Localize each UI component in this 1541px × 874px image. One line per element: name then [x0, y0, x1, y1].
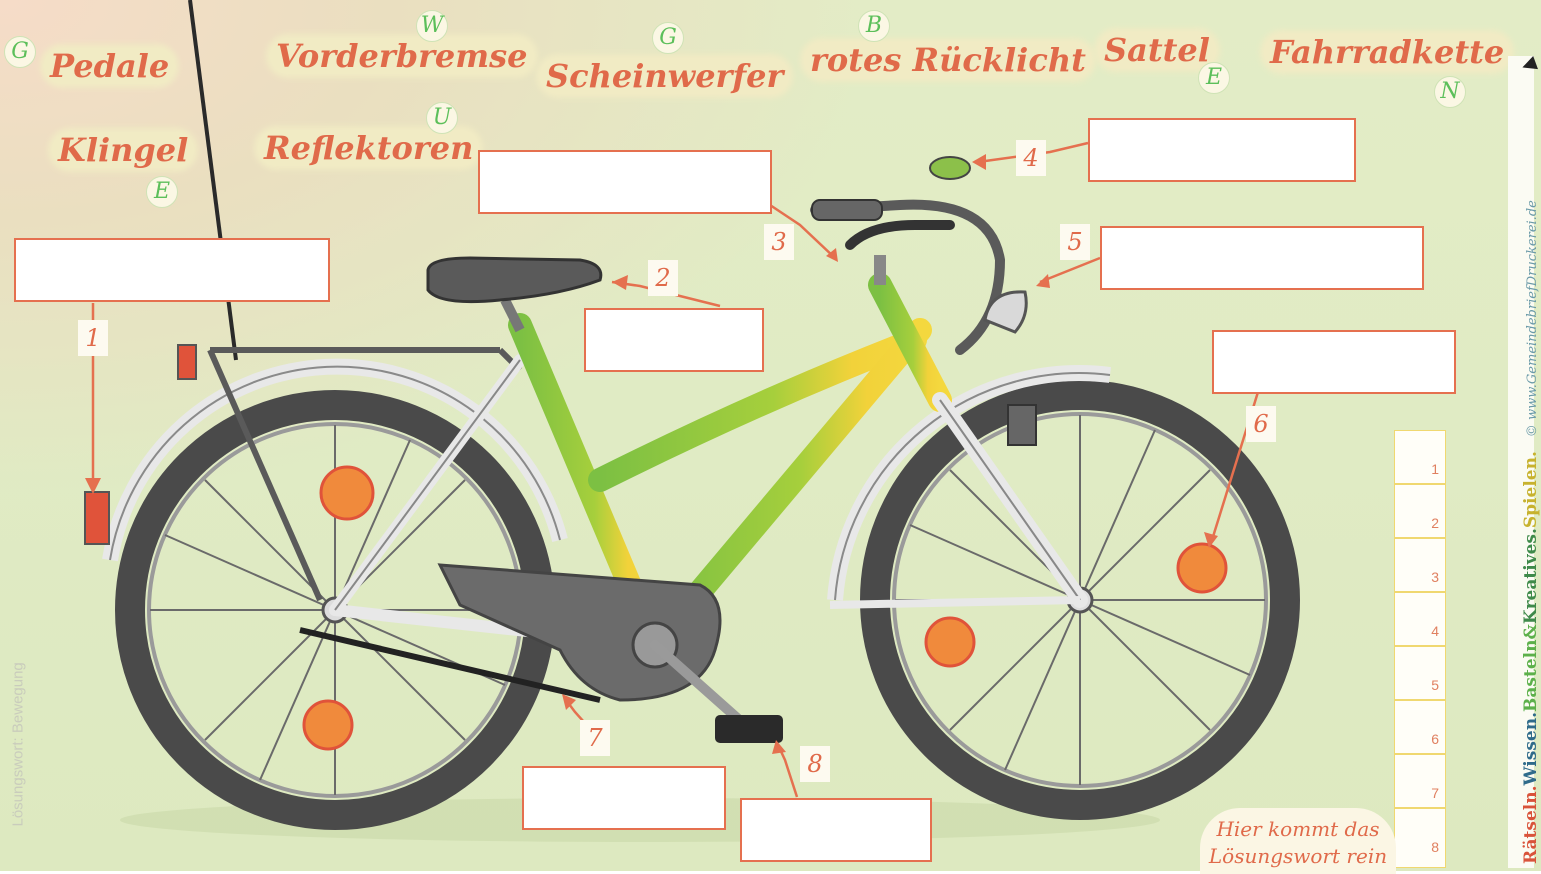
letter-vorderbremse: W	[416, 10, 448, 42]
solution-cell-6[interactable]: 6	[1394, 700, 1446, 754]
answer-box-5[interactable]	[1100, 226, 1424, 290]
brand-text: Rätseln.Wissen.Basteln&Kreatives.Spielen…	[1521, 200, 1541, 864]
label-reflektoren: Reflektoren	[258, 130, 479, 166]
brand-kreatives: Kreatives.	[1521, 528, 1541, 624]
brand-amp: &	[1521, 624, 1541, 639]
solution-note-line2: Lösungswort rein	[1200, 843, 1396, 870]
number-6: 6	[1246, 406, 1276, 442]
flag-pole	[190, 0, 236, 360]
label-ruecklicht: rotes Rücklicht	[804, 42, 1092, 78]
answer-box-4[interactable]	[1088, 118, 1356, 182]
number-5: 5	[1060, 224, 1090, 260]
letter-ruecklicht: B	[858, 10, 890, 42]
pedal	[715, 715, 783, 743]
solution-word-hint: Lösungswort: Bewegung	[10, 647, 27, 827]
label-klingel: Klingel	[52, 132, 194, 168]
front-brake	[1008, 405, 1036, 445]
letter-klingel: E	[146, 176, 178, 208]
solution-cell-7[interactable]: 7	[1394, 754, 1446, 808]
label-sattel: Sattel	[1098, 32, 1216, 68]
answer-box-7[interactable]	[522, 766, 726, 830]
saddle	[428, 258, 601, 302]
number-3: 3	[764, 224, 794, 260]
brand-basteln: Basteln	[1521, 640, 1541, 712]
spoke-reflector	[926, 618, 974, 666]
label-pedale: Pedale	[44, 48, 175, 84]
bell	[930, 157, 970, 179]
letter-fahrradkette: N	[1434, 76, 1466, 108]
solution-note-line1: Hier kommt das	[1200, 816, 1396, 843]
number-7: 7	[580, 720, 610, 756]
solution-cell-8[interactable]: 8	[1394, 808, 1446, 868]
number-1: 1	[78, 320, 108, 356]
letter-sattel: E	[1198, 62, 1230, 94]
solution-note: Hier kommt das Lösungswort rein	[1200, 808, 1396, 874]
brand-copyright: © www.GemeindebriefDruckerei.de	[1525, 200, 1540, 437]
label-scheinwerfer: Scheinwerfer	[540, 58, 789, 94]
brand-wissen: Wissen.	[1521, 712, 1541, 786]
number-2: 2	[648, 260, 678, 296]
answer-box-3[interactable]	[478, 150, 772, 214]
solution-cell-1[interactable]: 1	[1394, 430, 1446, 484]
solution-cell-5[interactable]: 5	[1394, 646, 1446, 700]
rear-light	[178, 345, 196, 379]
spoke-reflector	[1178, 544, 1226, 592]
answer-box-2[interactable]	[584, 308, 764, 372]
solution-cell-2[interactable]: 2	[1394, 484, 1446, 538]
label-vorderbremse: Vorderbremse	[270, 38, 534, 74]
solution-cell-3[interactable]: 3	[1394, 538, 1446, 592]
number-8: 8	[800, 746, 830, 782]
letter-pedale: G	[4, 36, 36, 68]
letter-scheinwerfer: G	[652, 22, 684, 54]
answer-box-1[interactable]	[14, 238, 330, 302]
rear-reflector	[85, 492, 109, 544]
number-4: 4	[1016, 140, 1046, 176]
chain-guard	[440, 565, 720, 700]
answer-box-6[interactable]	[1212, 330, 1456, 394]
letter-reflektoren: U	[426, 102, 458, 134]
front-brake-lever	[850, 225, 950, 245]
answer-box-8[interactable]	[740, 798, 932, 862]
spoke-reflector	[304, 701, 352, 749]
solution-cell-4[interactable]: 4	[1394, 592, 1446, 646]
label-fahrradkette: Fahrradkette	[1264, 34, 1510, 70]
spoke-reflector	[321, 467, 373, 519]
brand-raetseln: Rätseln.	[1521, 785, 1541, 864]
brand-spielen: Spielen.	[1521, 451, 1541, 528]
